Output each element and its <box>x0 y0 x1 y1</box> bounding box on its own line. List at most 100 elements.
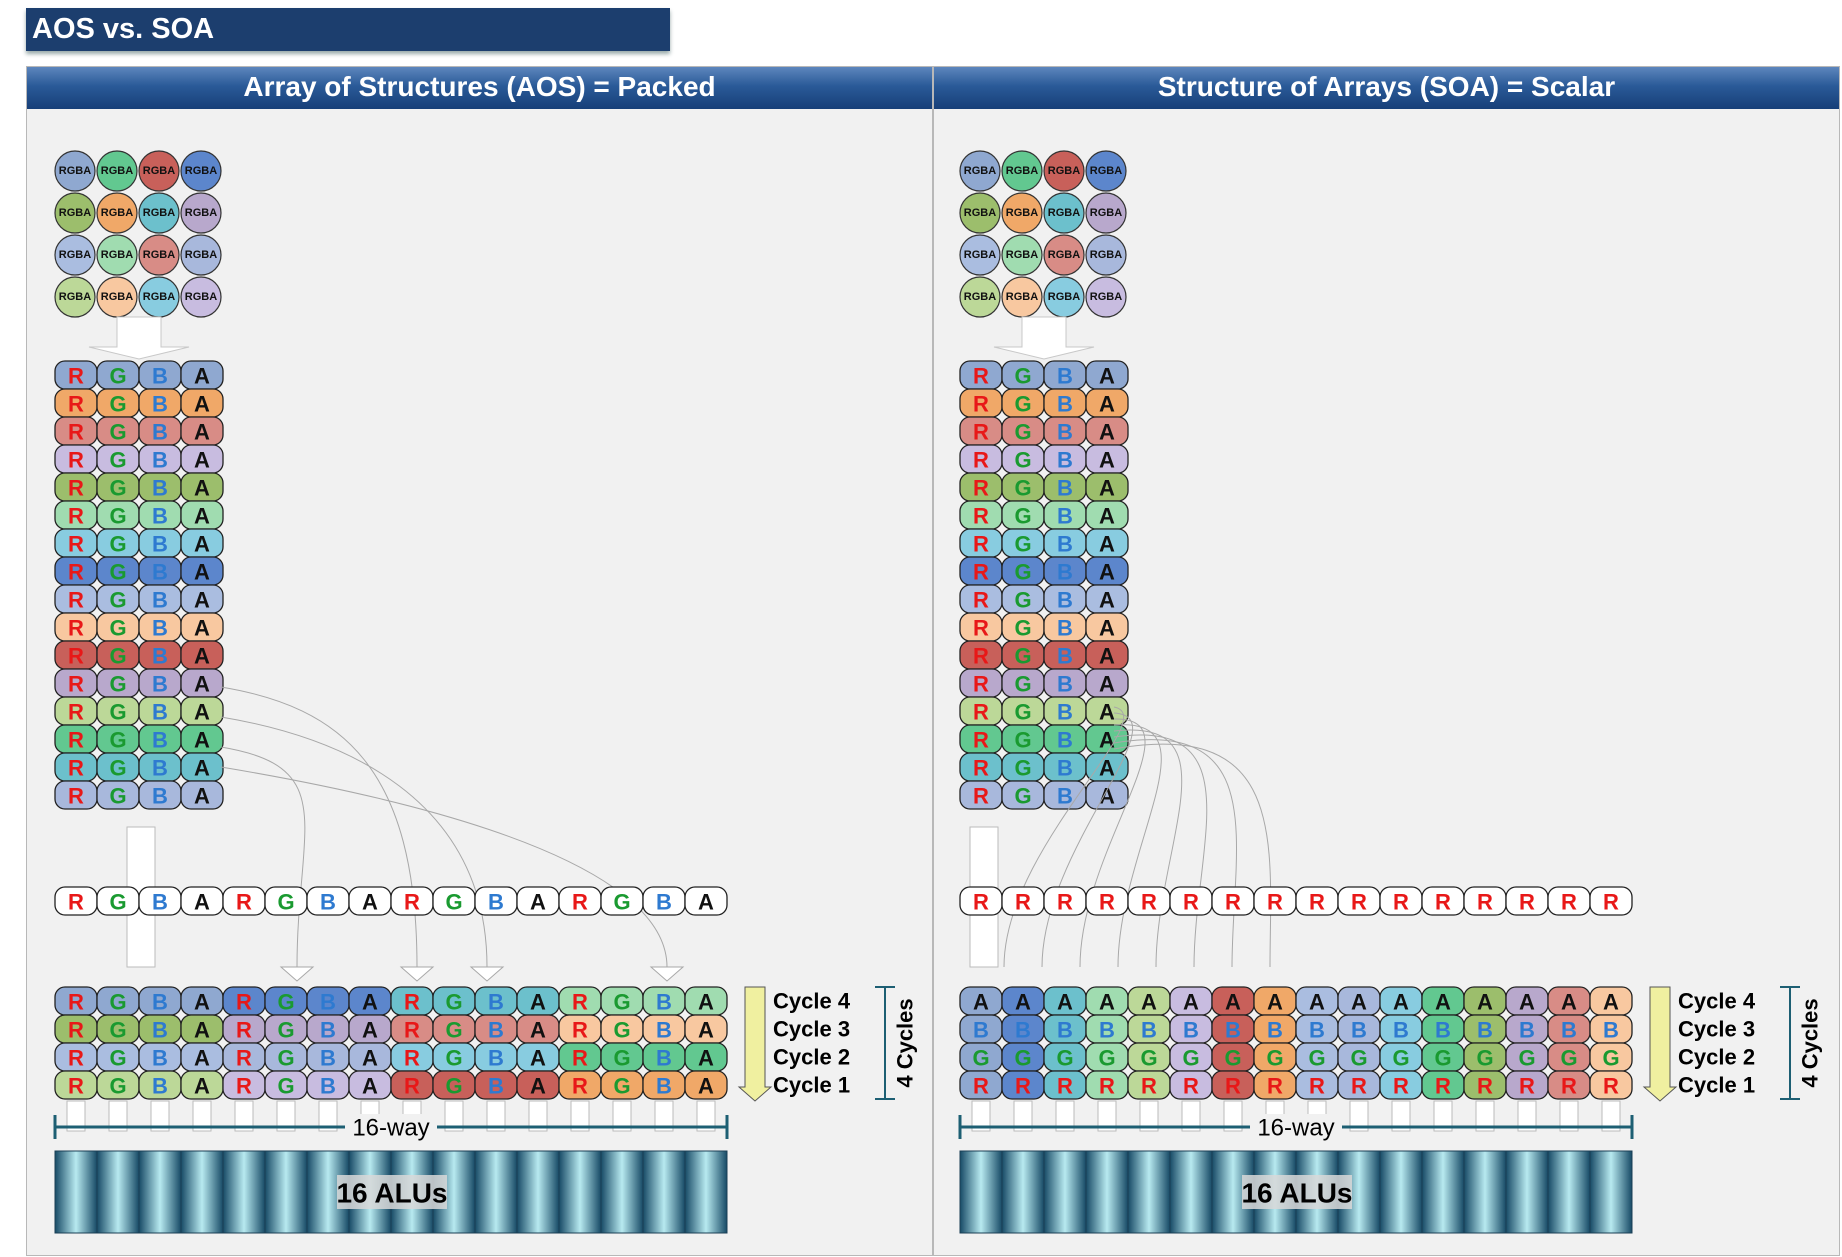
cycle-cell-letter: R <box>404 1018 420 1043</box>
stream-cell-letter: R <box>1519 890 1535 915</box>
row-cell-letter: G <box>1014 532 1031 557</box>
row-cell-letter: R <box>973 700 989 725</box>
row-cell-letter: A <box>1099 364 1115 389</box>
cycle-cell-letter: B <box>152 990 168 1015</box>
row-cell-letter: B <box>1057 560 1073 585</box>
row-cell-letter: A <box>194 672 210 697</box>
cycle-cell-letter: B <box>152 1018 168 1043</box>
alu-unit <box>600 1150 644 1234</box>
cycle-cell-letter: G <box>1098 1046 1115 1071</box>
alu-unit <box>1547 1150 1591 1234</box>
cycle-cell-letter: R <box>1309 1074 1325 1099</box>
cycle-cell-letter: G <box>1476 1046 1493 1071</box>
connector <box>1055 1100 1075 1132</box>
connector <box>696 1100 716 1132</box>
row-cell-letter: R <box>973 504 989 529</box>
pixel-circle <box>959 150 1001 192</box>
pixel-label: RGBA <box>1006 249 1038 261</box>
row-cell-letter: R <box>68 616 84 641</box>
cycle-cell-letter: A <box>1561 990 1577 1015</box>
cycle-cell-letter: A <box>1099 990 1115 1015</box>
row-cell-letter: R <box>68 532 84 557</box>
cycle-cell-letter: G <box>109 1074 126 1099</box>
cycle-cell-letter: G <box>445 1074 462 1099</box>
pixel-label: RGBA <box>59 207 91 219</box>
row-cell-letter: B <box>152 672 168 697</box>
cycle-cell-letter: R <box>68 1018 84 1043</box>
cycle-cell-letter: B <box>320 1074 336 1099</box>
alu-unit <box>1127 1150 1171 1234</box>
row-cell-letter: A <box>194 616 210 641</box>
cycle-cell-letter: R <box>1183 1074 1199 1099</box>
data-flow-line <box>1003 706 1125 968</box>
connector <box>654 1100 674 1132</box>
connector <box>1391 1100 1411 1132</box>
cycle-cell-letter: A <box>1057 990 1073 1015</box>
cycle-cell-letter: B <box>320 1046 336 1071</box>
cycle-cell-letter: G <box>1056 1046 1073 1071</box>
row-cell-letter: G <box>109 756 126 781</box>
cycle-label: Cycle 1 <box>773 1073 850 1098</box>
cycle-cell-letter: R <box>1225 1074 1241 1099</box>
row-cell-letter: G <box>109 392 126 417</box>
row-cell-letter: B <box>152 476 168 501</box>
pixel-circle <box>1001 150 1043 192</box>
cycle-cell-letter: B <box>1435 1018 1451 1043</box>
stream-cell-letter: R <box>1057 890 1073 915</box>
row-cell-letter: A <box>1099 532 1115 557</box>
cycle-cell-letter: G <box>1392 1046 1409 1071</box>
cycle-cell-letter: G <box>445 990 462 1015</box>
cycle-label: Cycle 1 <box>1678 1073 1755 1098</box>
row-cell-letter: G <box>109 644 126 669</box>
stream-cell-letter: B <box>656 890 672 915</box>
row-cell-letter: B <box>152 560 168 585</box>
flow-arrowhead <box>279 966 315 982</box>
row-cell-letter: A <box>194 392 210 417</box>
cycle-cell-letter: R <box>572 990 588 1015</box>
cycle-label: Cycle 2 <box>773 1045 850 1070</box>
cycle-cell-letter: G <box>445 1018 462 1043</box>
cycle-cell-letter: R <box>1099 1074 1115 1099</box>
connector <box>570 1100 590 1132</box>
data-flow-line <box>220 766 668 968</box>
cycle-cell-letter: R <box>1267 1074 1283 1099</box>
row-cell-letter: R <box>973 672 989 697</box>
pixel-circle <box>54 150 96 192</box>
cycle-cell-letter: A <box>362 1074 378 1099</box>
cycle-cell-letter: A <box>1351 990 1367 1015</box>
cycle-cell-letter: R <box>404 1046 420 1071</box>
row-cell-letter: B <box>1057 700 1073 725</box>
alu-unit <box>684 1150 728 1234</box>
alu-unit <box>959 1150 1003 1234</box>
cycle-label: Cycle 3 <box>773 1017 850 1042</box>
row-cell-letter: G <box>1014 504 1031 529</box>
pixel-circle <box>959 234 1001 276</box>
cycle-cell-letter: R <box>1351 1074 1367 1099</box>
pixel-label: RGBA <box>1090 249 1122 261</box>
cycle-cell-letter: B <box>1477 1018 1493 1043</box>
cycle-cell-letter: G <box>1518 1046 1535 1071</box>
cycle-cell-letter: B <box>320 1018 336 1043</box>
row-cell-letter: B <box>1057 504 1073 529</box>
cycle-cell-letter: A <box>530 990 546 1015</box>
cycle-cell-letter: B <box>1267 1018 1283 1043</box>
connector <box>234 1100 254 1132</box>
row-cell-letter: G <box>1014 560 1031 585</box>
pixel-label: RGBA <box>1048 249 1080 261</box>
row-cell-letter: A <box>1099 728 1115 753</box>
cycle-cell <box>1589 1070 1633 1100</box>
connector <box>1433 1100 1453 1132</box>
row-cell-letter: R <box>68 700 84 725</box>
row-cell-letter: A <box>194 728 210 753</box>
row-cell-letter: B <box>152 756 168 781</box>
pixel-label: RGBA <box>143 291 175 303</box>
row-cell-letter: G <box>109 364 126 389</box>
cycle-cell-letter: G <box>277 1074 294 1099</box>
connector <box>1517 1100 1537 1132</box>
stream-cell-letter: R <box>1099 890 1115 915</box>
cycle-cell-letter: R <box>404 990 420 1015</box>
data-flow-line <box>1113 729 1183 968</box>
